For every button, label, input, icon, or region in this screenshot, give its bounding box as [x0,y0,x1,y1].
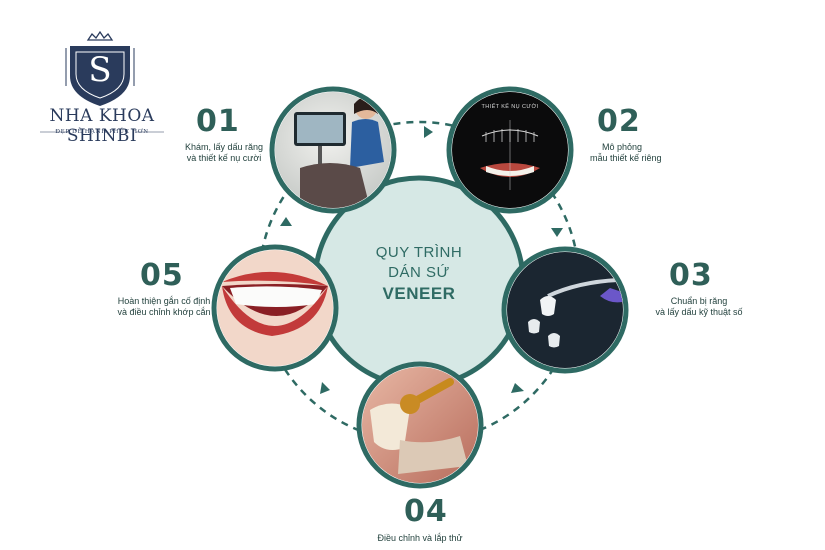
step-02-number: 02 [597,104,641,139]
step-03-line2: và lấy dấu kỹ thuật số [655,307,743,317]
arrow-icon [551,228,563,237]
arrow-icon [424,126,433,138]
brand-crest-letter: S [88,50,112,90]
arrow-icon [320,382,330,394]
step-01-description: Khám, lấy dấu răng và thiết kế nụ cười [172,142,276,164]
center-title-line1: QUY TRÌNH [375,244,463,261]
step-03-description: Chuẩn bị răng và lấy dấu kỹ thuật số [634,296,764,318]
step-05-number: 05 [140,258,184,293]
center-title-line3: VENEER [382,284,456,303]
arrow-icon [511,383,524,393]
arrow-icon [280,217,292,226]
step-01-line2: và thiết kế nụ cười [186,153,262,163]
brand-tagline: ĐẸP DỄ HẠNH PHÚC HƠN [55,128,149,135]
step-01-line1: Khám, lấy dấu răng [184,142,264,152]
step-05-line2: và điều chỉnh khớp cắn [117,307,211,317]
step-04-photo [356,361,484,489]
step-02-photo [446,86,574,214]
center-title-line2: DÁN SỨ [388,264,450,281]
step-02-line2: mẫu thiết kế riêng [590,153,662,163]
step-04-number: 04 [404,494,448,529]
step-03-line1: Chuẩn bị răng [670,296,728,306]
step-01-photo [269,86,397,214]
step-05-description: Hoàn thiện gắn cố định và điều chỉnh khớ… [104,296,224,318]
step-02-description: Mô phỏng mẫu thiết kế riêng [590,142,690,164]
center-title: QUY TRÌNH DÁN SỨ VENEER [339,244,499,304]
step-04-line1: Điều chỉnh và lắp thử [377,533,463,543]
step-03-number: 03 [669,258,713,293]
step-05-photo [211,244,339,372]
step-02-image-caption: THIẾT KẾ NỤ CƯỜI [481,104,539,110]
brand-name: NHA KHOA SHINBI [49,106,155,146]
step-04-description: Điều chỉnh và lắp thử [360,533,480,544]
step-01-number: 01 [196,104,240,139]
step-03-photo [501,246,629,374]
brand-crest-icon [40,30,164,133]
step-02-line1: Mô phỏng [602,142,643,152]
step-05-line1: Hoàn thiện gắn cố định [117,296,211,306]
